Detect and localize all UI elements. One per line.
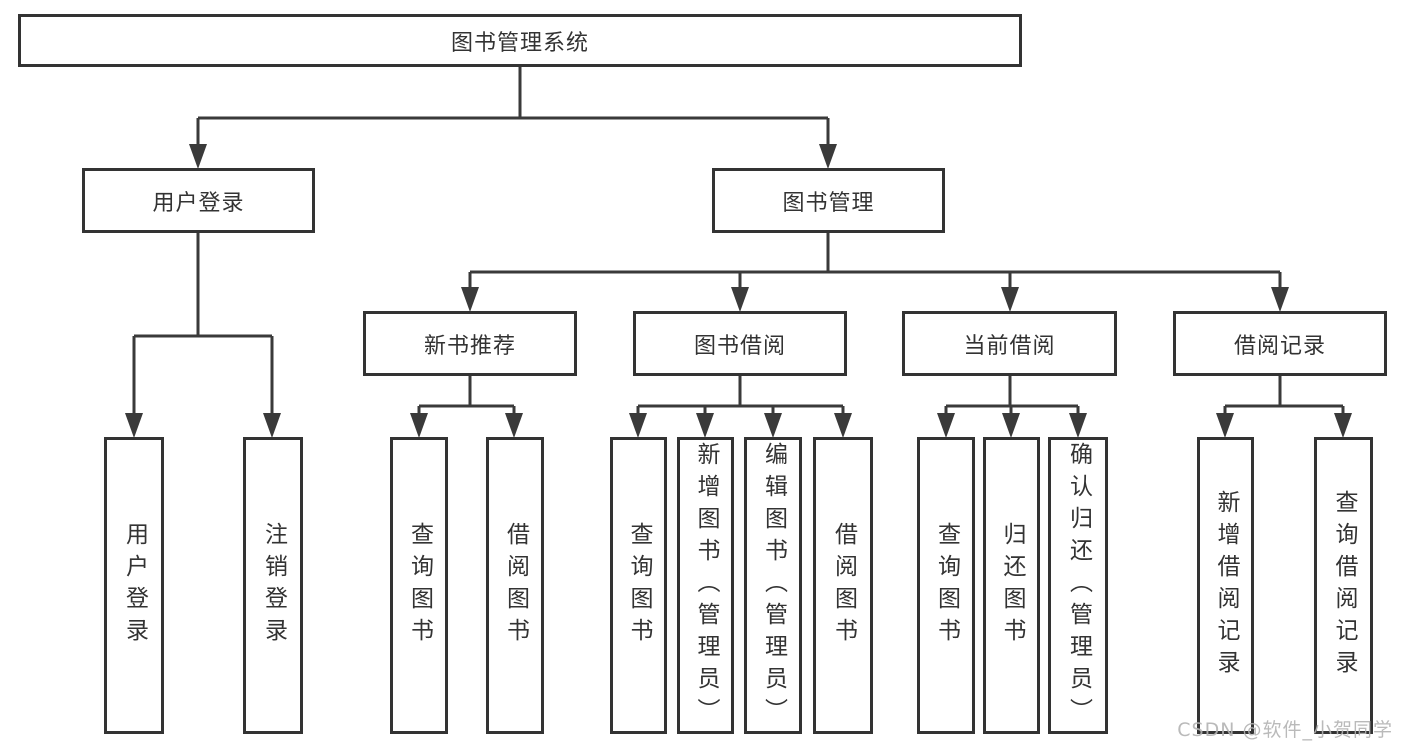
- node-label: 查询借阅记录: [1331, 489, 1357, 682]
- node-current-borrow: 当前借阅: [902, 311, 1117, 376]
- arrow-down-icon: [1271, 287, 1289, 312]
- node-leaf-edit-books-admin: 编辑图书（管理员）: [744, 437, 802, 734]
- node-leaf-query-borrow-record: 查询借阅记录: [1314, 437, 1373, 734]
- arrow-down-icon: [410, 413, 428, 438]
- node-leaf-borrow-books: 借阅图书: [813, 437, 873, 734]
- edge-group-user-login: [125, 232, 281, 438]
- node-label: 借阅图书: [830, 521, 857, 650]
- edge-group-current-borrow: [937, 375, 1087, 438]
- edge-group-borrow-records: [1216, 375, 1352, 438]
- edge-group-new-book-recommend: [410, 375, 523, 438]
- arrow-down-icon: [189, 144, 207, 169]
- node-leaf-add-books-admin: 新增图书（管理员）: [677, 437, 734, 734]
- arrow-down-icon: [819, 144, 837, 169]
- arrow-down-icon: [1069, 413, 1087, 438]
- node-label: 查询图书: [406, 521, 433, 650]
- node-label: 借阅记录: [1233, 333, 1326, 359]
- node-label: 编辑图书（管理员）: [760, 441, 787, 730]
- node-label: 归还图书: [999, 521, 1025, 650]
- node-label: 新增借阅记录: [1213, 489, 1239, 682]
- connector-line: [417, 375, 516, 414]
- node-label: 新书推荐: [423, 333, 516, 359]
- arrow-down-icon: [1001, 287, 1019, 312]
- node-leaf-borrow-books-recommend: 借阅图书: [486, 437, 544, 734]
- node-leaf-confirm-return-admin: 确认归还（管理员）: [1048, 437, 1108, 734]
- node-label: 图书借阅: [693, 333, 786, 359]
- node-label: 确认归还（管理员）: [1065, 441, 1092, 730]
- node-book-management: 图书管理: [712, 168, 945, 233]
- node-label: 注销登录: [260, 521, 287, 650]
- node-leaf-query-books-recommend: 查询图书: [390, 437, 448, 734]
- arrow-down-icon: [1216, 413, 1234, 438]
- node-leaf-return-books: 归还图书: [983, 437, 1040, 734]
- arrow-down-icon: [629, 413, 647, 438]
- node-label: 用户登录: [152, 190, 245, 216]
- node-book-borrow: 图书借阅: [633, 311, 847, 376]
- connector-line: [1223, 375, 1345, 414]
- arrow-down-icon: [1334, 413, 1352, 438]
- arrow-down-icon: [696, 413, 714, 438]
- edge-group-root: [189, 66, 837, 169]
- arrow-down-icon: [764, 413, 782, 438]
- node-library-management-system: 图书管理系统: [18, 14, 1022, 67]
- node-label: 新增图书（管理员）: [693, 441, 719, 730]
- arrow-down-icon: [731, 287, 749, 312]
- node-label: 当前借阅: [963, 333, 1056, 359]
- arrow-down-icon: [834, 413, 852, 438]
- arrow-down-icon: [461, 287, 479, 312]
- node-label: 查询图书: [933, 521, 960, 650]
- node-new-book-recommend: 新书推荐: [363, 311, 577, 376]
- connector-line: [636, 375, 845, 414]
- node-leaf-query-books-current: 查询图书: [917, 437, 975, 734]
- edge-group-book-management: [461, 232, 1289, 312]
- arrow-down-icon: [505, 413, 523, 438]
- connector-line: [468, 232, 1282, 288]
- node-leaf-logout: 注销登录: [243, 437, 303, 734]
- edge-group-book-borrow: [629, 375, 852, 438]
- connector-line: [196, 66, 830, 146]
- node-user-login: 用户登录: [82, 168, 315, 233]
- node-label: 图书管理: [782, 190, 875, 216]
- node-label: 查询图书: [626, 521, 652, 650]
- node-leaf-query-books-borrow: 查询图书: [610, 437, 667, 734]
- connector-line: [944, 375, 1080, 414]
- csdn-watermark: CSDN @软件_小贺同学: [1177, 719, 1393, 741]
- arrow-down-icon: [937, 413, 955, 438]
- node-leaf-add-borrow-record: 新增借阅记录: [1197, 437, 1254, 734]
- arrow-down-icon: [125, 413, 143, 438]
- node-label: 用户登录: [121, 521, 148, 650]
- node-label: 借阅图书: [502, 521, 529, 650]
- node-borrow-records: 借阅记录: [1173, 311, 1387, 376]
- connector-line: [132, 232, 274, 414]
- arrow-down-icon: [1002, 413, 1020, 438]
- arrow-down-icon: [263, 413, 281, 438]
- node-label: 图书管理系统: [450, 30, 589, 56]
- node-leaf-user-login: 用户登录: [104, 437, 164, 734]
